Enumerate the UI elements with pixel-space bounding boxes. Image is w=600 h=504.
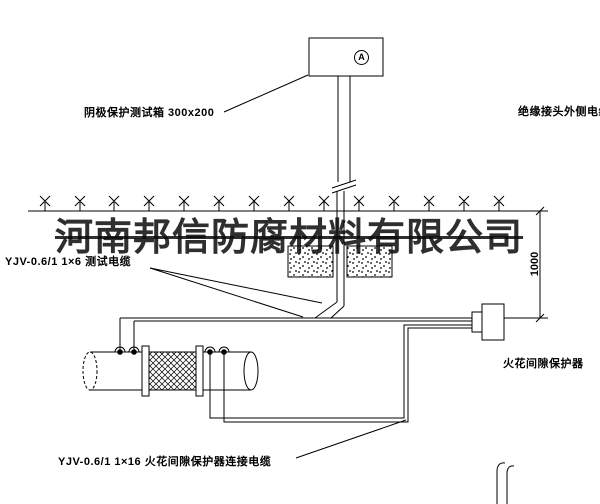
watermark-text: 河南邦信防腐材料有限公司 [55,214,524,259]
concrete-blocks [287,245,393,278]
spark-gap-protector [471,303,505,341]
cable-runs [119,317,472,423]
test-box [308,37,384,77]
ground-hatch-symbols [39,195,505,211]
label-insulated-joint-cable: 绝缘接头外侧电缆 [518,106,600,118]
label-bottom-cable: YJV-0.6/1 1×16 火花间隙保护器连接电缆 [58,456,272,468]
label-test-box: 阴极保护测试箱 300x200 [84,107,215,119]
label-dimension-1000: 1000 [529,251,541,277]
leader-lines [149,74,407,459]
pipeline [82,345,259,397]
ammeter-symbol: A [354,50,369,65]
insulating-joint-hatch [148,351,197,391]
label-spark-gap-protector: 火花间隙保护器 [503,358,584,370]
riser-conduit [314,76,357,319]
ground-line [28,195,527,212]
pipe-break-symbol [496,462,515,504]
dimension-line [504,206,548,323]
label-test-cable: YJV-0.6/1 1×6 测试电缆 [5,256,132,268]
